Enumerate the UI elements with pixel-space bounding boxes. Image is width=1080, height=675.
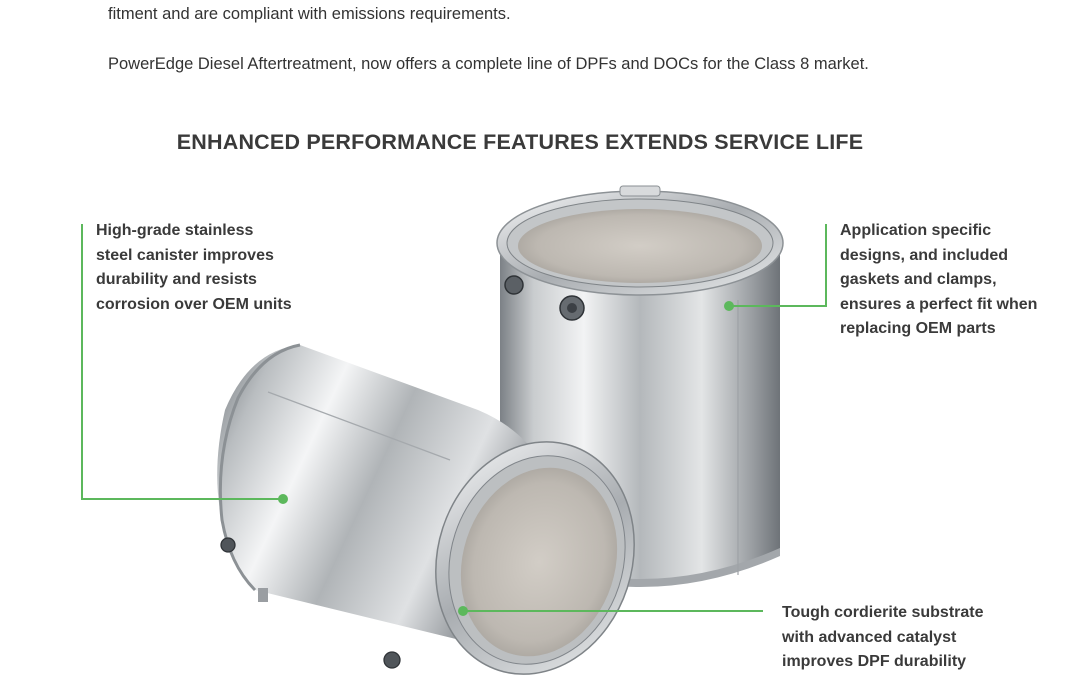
callout-line: Application specific <box>840 222 992 239</box>
callout-line: gaskets and clamps, <box>840 271 997 288</box>
callout-line: with advanced catalyst <box>782 628 957 646</box>
intro-text-line-2: PowerEdge Diesel Aftertreatment, now off… <box>108 55 869 73</box>
callout-leader-lines <box>81 224 827 612</box>
callout-line: designs, and included <box>840 246 1009 264</box>
section-heading: ENHANCED PERFORMANCE FEATURES EXTENDS SE… <box>176 130 864 154</box>
callout-line: replacing OEM parts <box>840 320 996 337</box>
callout-dot-canister <box>278 494 288 504</box>
upright-dpf-canister <box>496 185 784 587</box>
tilted-dpf-canister <box>217 343 635 675</box>
intro-text-line-1: fitment and are compliant with emissions… <box>108 5 511 23</box>
callout-line: durability and resists <box>96 271 257 288</box>
callout-stainless-canister: High-grade stainless steel canister impr… <box>96 219 292 317</box>
callout-line: Tough cordierite substrate <box>782 604 984 621</box>
callout-line: High-grade stainless <box>96 222 254 239</box>
callout-dot-substrate <box>458 606 468 616</box>
callout-line: ensures a perfect fit when <box>840 295 1038 313</box>
callout-application-specific: Application specific designs, and includ… <box>840 219 1037 342</box>
callout-cordierite-substrate: Tough cordierite substrate with advanced… <box>782 601 984 675</box>
callout-line: steel canister improves <box>96 246 274 264</box>
callout-line: corrosion over OEM units <box>96 295 292 313</box>
callout-line: improves DPF durability <box>782 653 967 670</box>
callout-dot-gasket <box>724 301 734 311</box>
